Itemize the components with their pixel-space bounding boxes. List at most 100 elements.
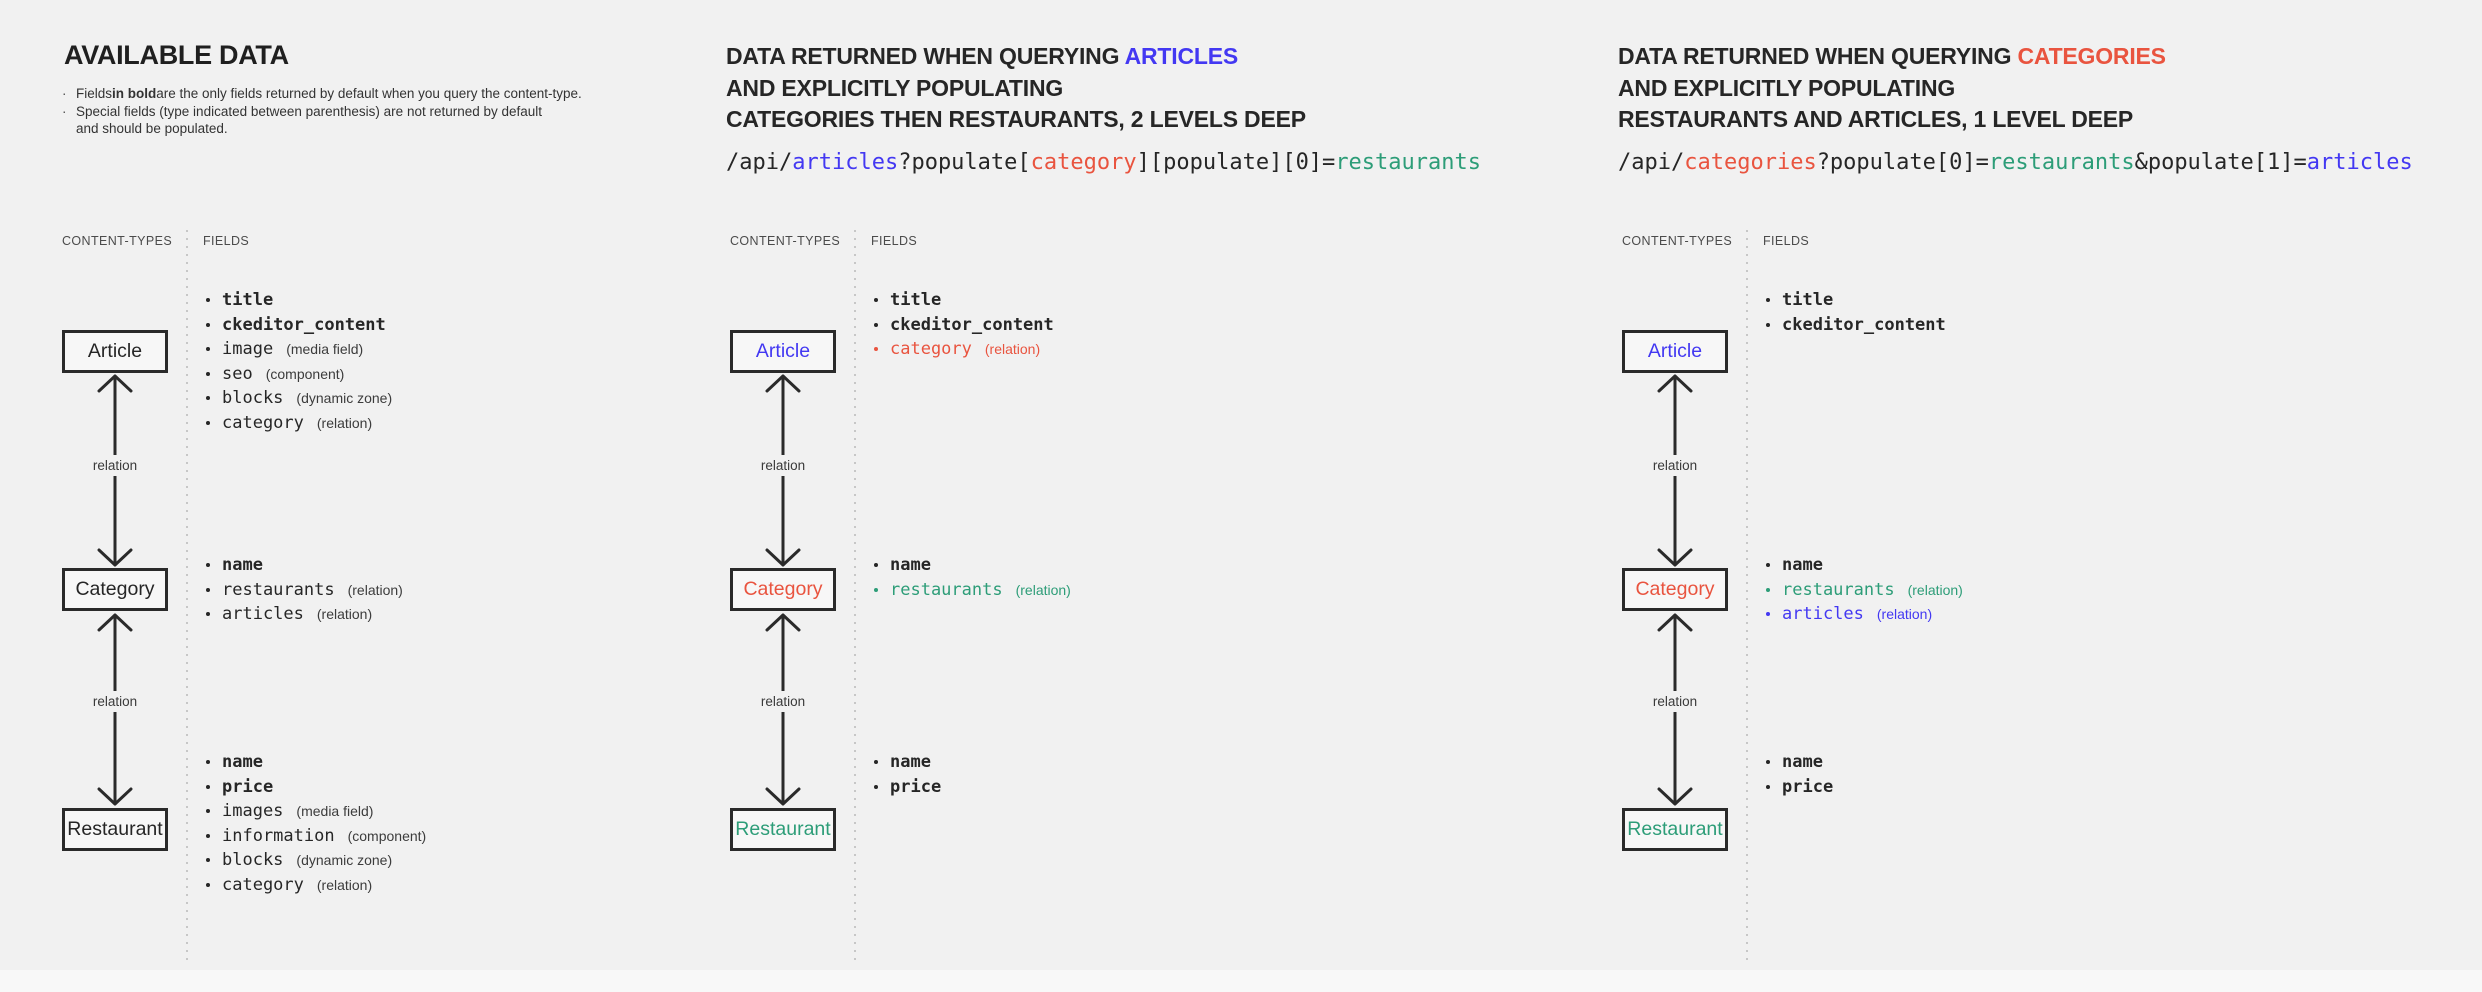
dotted-divider [854,230,856,960]
text-segment: category [1030,150,1137,175]
text-segment: /api/ [726,150,793,175]
field-name: title [1782,290,1834,311]
field-row: images(media field) [206,799,426,824]
field-row: ckeditor_content [1766,313,1946,338]
title-line: RESTAURANTS AND ARTICLES, 1 LEVEL DEEP [1618,104,2166,136]
field-row: name [206,553,403,578]
note-row: and should be populated. [62,120,582,138]
field-row: image(media field) [206,337,392,362]
bullet-dot-icon [1766,612,1782,616]
relation-label: relation [89,691,141,712]
text-segment: restaurants [1988,150,2135,175]
bullet-dot-icon [206,785,222,789]
field-type-annotation: (relation) [1876,606,1933,623]
field-row: ckeditor_content [206,313,392,338]
bullet-dot-icon [206,323,222,327]
field-name: restaurants [222,579,335,600]
field-row: name [874,553,1071,578]
field-type-annotation: (relation) [347,581,403,598]
bullet-dot-icon [874,588,890,592]
field-name: title [222,290,274,311]
bullet-dot-icon [1766,563,1782,567]
field-row: category (relation) [206,873,426,898]
field-name: blocks [222,388,284,409]
field-row: title [206,288,392,313]
field-name: name [890,752,931,773]
restaurant-box: Restaurant [1622,808,1728,851]
bullet-dot-icon [206,612,222,616]
bullet-dot-icon [206,347,222,351]
box-label: Restaurant [735,818,831,840]
title-line: CATEGORIES THEN RESTAURANTS, 2 LEVELS DE… [726,104,1306,136]
field-name: seo [222,363,253,384]
text-segment: restaurants [1335,150,1482,175]
bullet-dot-icon [1766,760,1782,764]
bullet-dot-icon [206,298,222,302]
dotted-divider [186,230,188,960]
bullet-dot-icon [874,323,890,327]
note-row: ·Special fields (type indicated between … [62,103,582,121]
bullet-dot-icon [206,563,222,567]
bullet-icon [62,120,76,138]
field-row: articles(relation) [206,602,403,627]
text-segment: ARTICLES [1124,43,1239,69]
field-row: name [206,750,426,775]
note-text: are the only fields returned by default … [156,86,582,101]
field-row: restaurants(relation) [1766,578,1963,603]
field-name: category [890,339,972,360]
field-row: articles(relation) [1766,602,1963,627]
title-line: DATA RETURNED WHEN QUERYING ARTICLES [726,41,1306,73]
bullet-icon: · [62,103,67,119]
field-row: category(relation) [874,337,1054,362]
relation-label: relation [757,455,809,476]
category-box: Category [62,568,168,611]
relation-label: relation [757,691,809,712]
text-segment: AND EXPLICITLY POPULATING [726,74,1064,101]
text-segment: RESTAURANTS AND ARTICLES, 1 LEVEL DEEP [1618,106,2134,132]
fields-label: FIELDS [203,234,250,248]
field-row: blocks(dynamic zone) [206,386,392,411]
text-segment: &populate[1]= [2134,150,2307,175]
box-label: Category [743,578,823,600]
field-type-annotation: (relation) [1015,581,1071,598]
dotted-divider [1746,230,1748,960]
box-label: Restaurant [1627,818,1723,840]
bullet-dot-icon [1766,298,1782,302]
title-line: AND EXPLICITLY POPULATING [1618,73,2166,105]
field-type-annotation: (component) [347,827,427,844]
bottom-band [0,970,2482,992]
bullet-dot-icon [206,834,222,838]
box-label: Article [87,340,143,362]
bullet-dot-icon [206,883,222,887]
content-types-label: CONTENT-TYPES [62,234,173,248]
bullet-dot-icon [1766,785,1782,789]
field-name: ckeditor_content [890,314,1054,335]
bullet-dot-icon [874,760,890,764]
column-title: AVAILABLE DATA [64,40,289,70]
note-row: ·Fields in bold are the only fields retu… [62,85,582,103]
field-name: name [222,752,263,773]
field-row: name [1766,750,1833,775]
field-name: information [222,825,335,846]
field-name: name [1782,752,1823,773]
field-type-annotation: (relation) [1907,581,1963,598]
field-name: articles [222,604,304,625]
bullet-dot-icon [1766,323,1782,327]
relation-label: relation [1649,691,1701,712]
field-name: images [222,801,284,822]
article-box: Article [730,330,836,373]
bullet-dot-icon [206,421,222,425]
field-type-annotation: (relation) [316,876,373,893]
api-url: /api/articles?populate[category][populat… [726,150,1481,175]
field-name: category [222,874,304,895]
field-name: title [890,290,942,311]
note-text: Fields [76,86,113,101]
field-name: price [890,776,942,797]
restaurant-box: Restaurant [62,808,168,851]
